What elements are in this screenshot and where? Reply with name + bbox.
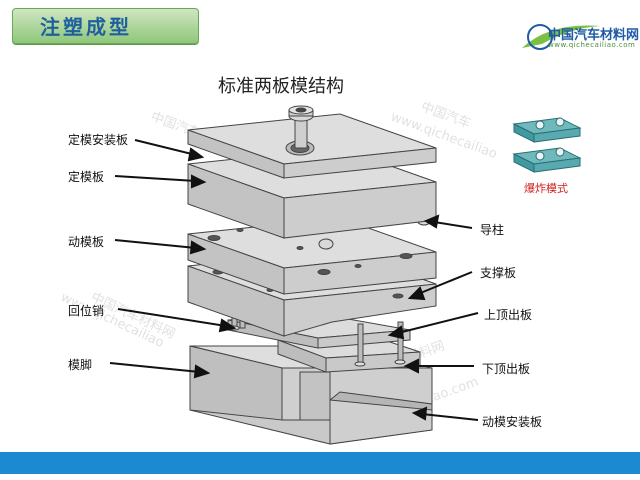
logo-text: 中国汽车材料网 bbox=[548, 28, 640, 43]
section-title: 注塑成型 bbox=[40, 15, 132, 39]
label-lower-ejector-plate: 下顶出板 bbox=[482, 362, 531, 376]
fixed-clamp-plate bbox=[187, 113, 437, 179]
mold-foot bbox=[189, 345, 433, 445]
logo-swoosh-icon bbox=[522, 24, 600, 50]
moving-plate bbox=[187, 217, 437, 295]
leader-arrows bbox=[109, 139, 479, 421]
label-support-plate: 支撑板 bbox=[480, 266, 517, 280]
logo-url: www.qichecailiao.com bbox=[548, 41, 636, 49]
explode-mode-icon bbox=[512, 117, 582, 173]
section-title-tab bbox=[12, 8, 199, 44]
label-return-pin: 回位销 bbox=[68, 304, 105, 318]
explode-mode-label: 爆炸模式 bbox=[524, 182, 568, 195]
label-mold-foot: 模脚 bbox=[68, 358, 93, 372]
label-moving-clamp-plate: 动模安装板 bbox=[482, 415, 543, 429]
fixed-plate bbox=[187, 147, 437, 239]
sprue-bushing bbox=[288, 105, 314, 149]
label-upper-ejector-plate: 上顶出板 bbox=[484, 308, 533, 322]
label-fixed-plate: 定模板 bbox=[68, 170, 105, 184]
label-moving-plate: 动模板 bbox=[68, 235, 105, 249]
diagram-title: 标准两板模结构 bbox=[218, 76, 344, 97]
label-guide-pin: 导柱 bbox=[480, 223, 505, 237]
footer-bar bbox=[0, 452, 640, 474]
footer-line bbox=[0, 474, 640, 480]
label-fixed-clamp-plate: 定模安装板 bbox=[68, 133, 129, 147]
